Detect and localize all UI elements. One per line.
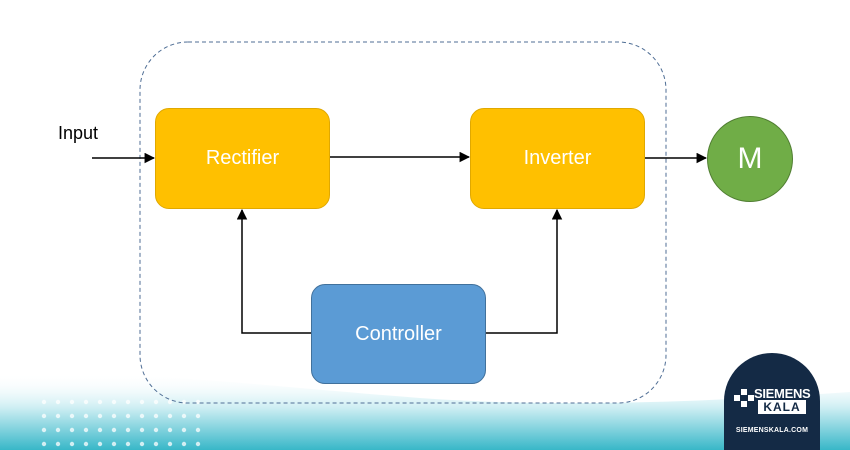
decorative-dot — [41, 427, 47, 433]
decorative-dot — [167, 399, 173, 405]
decorative-dot — [139, 427, 145, 433]
decorative-dot — [167, 413, 173, 419]
decorative-dot — [83, 399, 89, 405]
siemenskala-logo: SIEMENS KALA SIEMENSKALA.COM — [724, 353, 820, 450]
decorative-dot — [69, 399, 75, 405]
logo-mark-icon — [734, 389, 754, 407]
edge-controller-to-inverter — [486, 208, 563, 334]
decorative-dot — [181, 441, 187, 447]
decorative-dot — [55, 441, 61, 447]
decorative-dot — [111, 427, 117, 433]
drive-boundary — [139, 41, 667, 404]
decorative-dot — [139, 441, 145, 447]
decorative-dot — [69, 427, 75, 433]
decorative-dot — [111, 413, 117, 419]
decorative-dot — [153, 413, 159, 419]
logo-text-siemens: SIEMENS — [754, 386, 811, 401]
motor-label: M — [737, 142, 763, 175]
decorative-dot — [41, 413, 47, 419]
decorative-dot — [97, 427, 103, 433]
decorative-dot — [83, 427, 89, 433]
decorative-dot — [97, 441, 103, 447]
decorative-dot — [167, 441, 173, 447]
logo-url: SIEMENSKALA.COM — [735, 427, 809, 434]
decorative-dot — [181, 413, 187, 419]
decorative-dot — [83, 441, 89, 447]
decorative-dot — [97, 399, 103, 405]
decorative-dot — [125, 427, 131, 433]
motor-node: M — [707, 116, 793, 202]
decorative-dot — [181, 399, 187, 405]
decorative-dot — [125, 399, 131, 405]
decorative-dot — [153, 441, 159, 447]
input-label: Input — [58, 123, 99, 143]
decorative-dot — [55, 413, 61, 419]
decorative-dot — [69, 413, 75, 419]
decorative-dot — [139, 413, 145, 419]
decorative-dot — [195, 399, 201, 405]
decorative-dot — [111, 399, 117, 405]
decorative-dot — [41, 399, 47, 405]
decorative-dot — [153, 427, 159, 433]
rectifier-label: Rectifier — [205, 147, 280, 169]
decorative-dot — [195, 413, 201, 419]
inverter-label: Inverter — [523, 147, 592, 169]
decorative-dot — [55, 427, 61, 433]
controller-label: Controller — [355, 322, 442, 345]
decorative-dot — [181, 427, 187, 433]
decorative-dot — [153, 399, 159, 405]
decorative-dot — [83, 413, 89, 419]
decorative-dot — [125, 441, 131, 447]
decorative-dot — [167, 427, 173, 433]
decorative-dot — [69, 441, 75, 447]
decorative-dot — [41, 441, 47, 447]
decorative-dot — [97, 413, 103, 419]
decorative-dot — [55, 399, 61, 405]
decorative-dot — [125, 413, 131, 419]
edge-controller-to-rectifier — [236, 208, 311, 334]
decorative-dot — [195, 441, 201, 447]
logo-text-kala: KALA — [758, 400, 806, 414]
decorative-dot — [139, 399, 145, 405]
decorative-dot — [111, 441, 117, 447]
rectifier-block: Rectifier — [155, 108, 330, 209]
inverter-block: Inverter — [470, 108, 645, 209]
controller-block: Controller — [311, 284, 486, 384]
decorative-dot — [195, 427, 201, 433]
